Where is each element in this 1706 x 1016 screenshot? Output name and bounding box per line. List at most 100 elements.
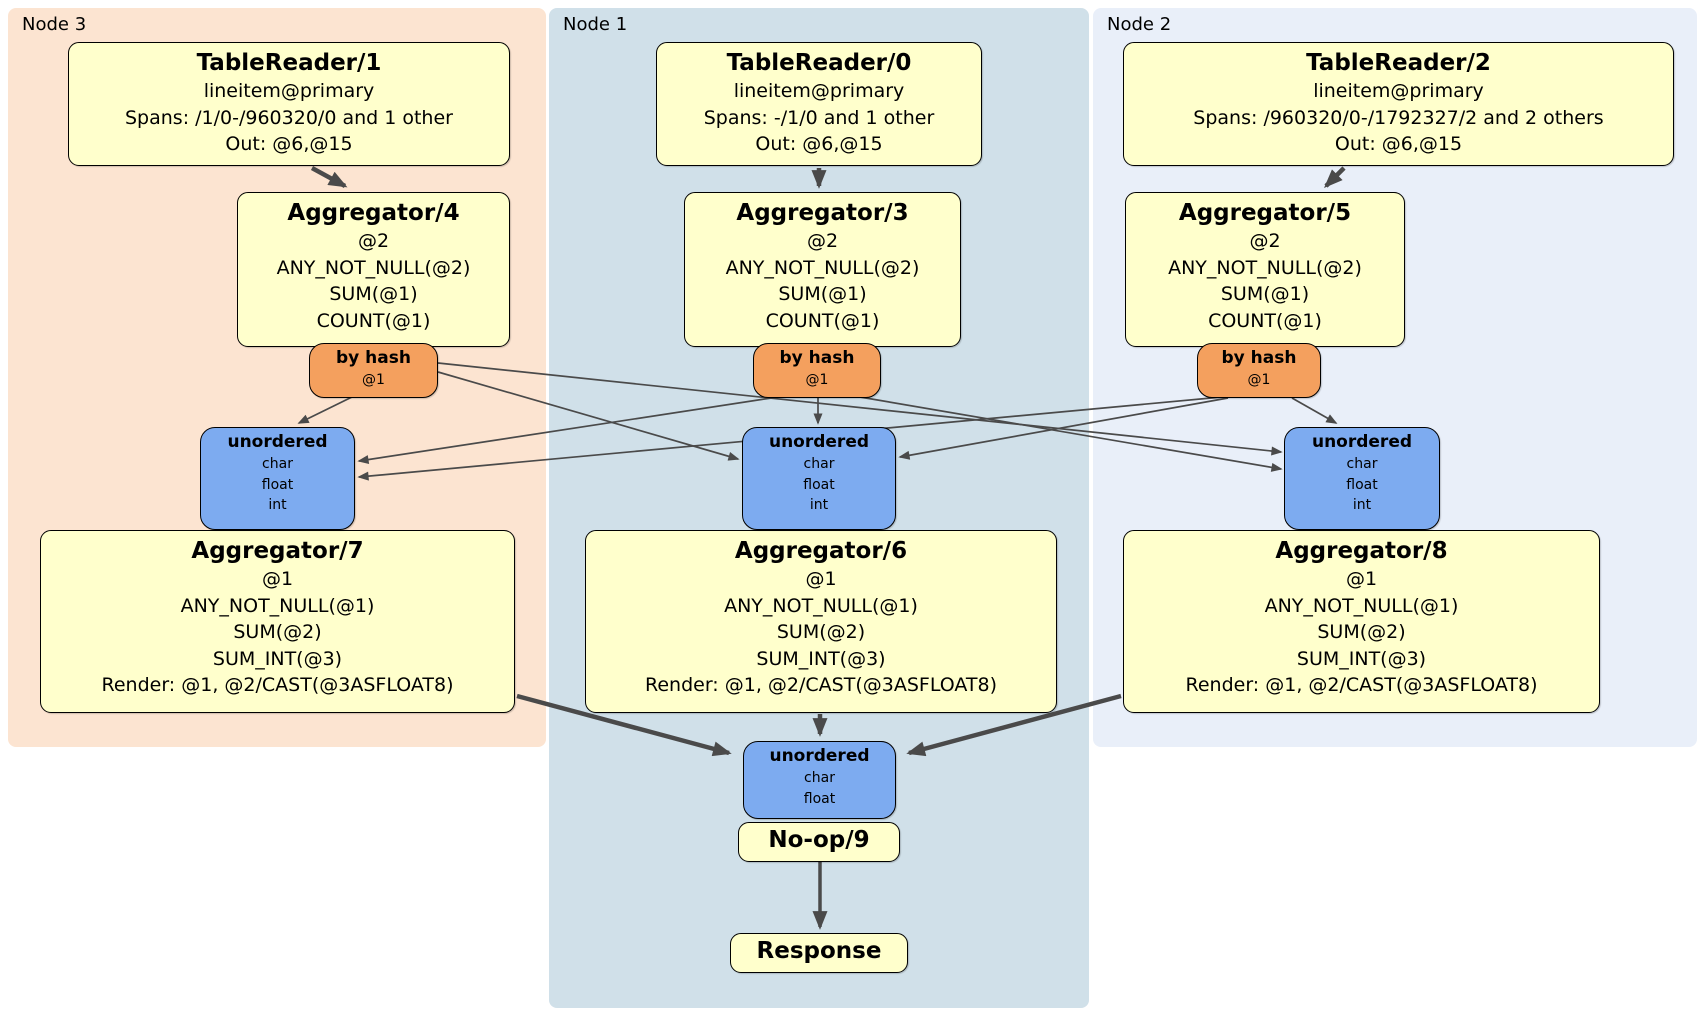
box-line: @2 <box>357 230 390 252</box>
aggregator-5-title: Aggregator/5 <box>1178 200 1352 226</box>
box-line: lineitem@primary <box>733 80 905 102</box>
box-line: @1 <box>1345 568 1378 590</box>
by-hash-router-node1: by hash @1 <box>753 343 881 398</box>
edge-line <box>859 396 1283 472</box>
badge-line: char <box>804 770 835 786</box>
badge-line: float <box>261 476 294 493</box>
box-line: Out: @6,@15 <box>1334 133 1463 155</box>
box-line: SUM_INT(@3) <box>1296 647 1427 670</box>
table-reader-0-box: TableReader/0 lineitem@primary Spans: -/… <box>656 42 982 166</box>
sync-title: unordered <box>1311 432 1413 452</box>
edge-line <box>437 362 1283 456</box>
table-reader-0-title: TableReader/0 <box>726 50 912 76</box>
aggregator-6-title: Aggregator/6 <box>734 538 908 564</box>
box-line: @2 <box>806 230 839 252</box>
box-line: COUNT(@1) <box>765 309 880 332</box>
sync-title: unordered <box>227 432 328 452</box>
aggregator-8-title: Aggregator/8 <box>1275 538 1448 564</box>
box-line: SUM(@1) <box>1220 283 1310 305</box>
box-line: SUM_INT(@3) <box>756 647 886 670</box>
box-line: SUM(@2) <box>233 621 322 643</box>
badge-line: float <box>803 476 835 493</box>
table-reader-2-title: TableReader/2 <box>1306 50 1491 76</box>
aggregator-3-title: Aggregator/3 <box>736 200 909 226</box>
response-title: Response <box>756 938 882 964</box>
box-line: lineitem@primary <box>203 80 375 102</box>
unordered-sync-node1: unordered char float int <box>742 427 896 530</box>
box-line: Out: @6,@15 <box>755 133 883 155</box>
by-hash-router-node2: by hash @1 <box>1197 343 1321 398</box>
aggregator-3-box: Aggregator/3 @2 ANY_NOT_NULL(@2) SUM(@1)… <box>684 192 961 347</box>
table-reader-1-box: TableReader/1 lineitem@primary Spans: /1… <box>68 42 510 166</box>
box-line: Render: @1, @2/CAST(@3ASFLOAT8) <box>101 674 454 696</box>
box-line: @1 <box>805 568 837 590</box>
edge-line <box>1291 397 1338 424</box>
box-line: ANY_NOT_NULL(@2) <box>1168 256 1362 279</box>
edge-line <box>357 396 779 465</box>
box-line: Spans: /960320/0-/1792327/2 and 2 others <box>1193 106 1604 129</box>
box-line: Spans: /1/0-/960320/0 and 1 other <box>125 106 453 129</box>
noop-box: No-op/9 <box>738 822 900 862</box>
badge-line: char <box>803 456 835 472</box>
badge-line: int <box>268 497 287 513</box>
box-line: COUNT(@1) <box>316 309 431 332</box>
by-hash-router-node3: by hash @1 <box>309 343 438 398</box>
badge-line: @1 <box>1247 372 1271 388</box>
box-line: @1 <box>261 568 294 590</box>
box-line: @2 <box>1249 230 1281 252</box>
edge-line <box>898 397 1229 460</box>
badge-line: @1 <box>805 372 829 388</box>
badge-line: char <box>1346 456 1378 472</box>
box-line: SUM(@2) <box>776 621 866 643</box>
box-line: Spans: -/1/0 and 1 other <box>703 106 935 129</box>
badge-line: @1 <box>362 372 385 388</box>
node2-label: Node 2 <box>1107 14 1172 35</box>
box-line: ANY_NOT_NULL(@1) <box>180 594 375 617</box>
box-line: Render: @1, @2/CAST(@3ASFLOAT8) <box>1185 674 1538 696</box>
badge-line: int <box>1352 497 1372 513</box>
aggregator-7-title: Aggregator/7 <box>191 538 364 564</box>
table-reader-2-box: TableReader/2 lineitem@primary Spans: /9… <box>1123 42 1674 166</box>
node3-label: Node 3 <box>22 14 87 35</box>
unordered-sync-node3: unordered char float int <box>200 427 355 530</box>
badge-line: int <box>809 497 829 513</box>
box-line: ANY_NOT_NULL(@2) <box>276 256 471 279</box>
badge-line: float <box>803 790 836 807</box>
edge-line <box>906 693 1122 757</box>
router-title: by hash <box>336 348 411 368</box>
badge-line: char <box>262 456 293 472</box>
noop-title: No-op/9 <box>768 827 870 853</box>
box-line: COUNT(@1) <box>1208 309 1322 332</box>
badge-line: float <box>1346 476 1378 493</box>
aggregator-4-title: Aggregator/4 <box>287 200 460 226</box>
box-line: ANY_NOT_NULL(@2) <box>725 256 920 279</box>
sync-title: unordered <box>768 432 870 452</box>
box-line: SUM(@2) <box>1317 621 1406 643</box>
box-line: SUM(@1) <box>778 283 867 305</box>
unordered-sync-final: unordered char float <box>743 741 896 819</box>
aggregator-4-box: Aggregator/4 @2 ANY_NOT_NULL(@2) SUM(@1)… <box>237 192 510 347</box>
edge-line <box>437 371 740 461</box>
table-reader-1-title: TableReader/1 <box>196 50 382 76</box>
box-line: SUM_INT(@3) <box>212 647 343 670</box>
router-title: by hash <box>1221 348 1297 368</box>
edge-line <box>297 396 353 424</box>
box-line: ANY_NOT_NULL(@1) <box>724 594 918 617</box>
unordered-sync-node2: unordered char float int <box>1284 427 1440 530</box>
sync-title: unordered <box>769 746 870 766</box>
aggregator-7-box: Aggregator/7 @1 ANY_NOT_NULL(@1) SUM(@2)… <box>40 530 515 713</box>
box-line: SUM(@1) <box>329 283 418 305</box>
aggregator-5-box: Aggregator/5 @2 ANY_NOT_NULL(@2) SUM(@1)… <box>1125 192 1405 347</box>
edge-line <box>310 166 348 188</box>
box-line: lineitem@primary <box>1313 80 1484 102</box>
edge-line <box>516 693 732 757</box>
router-title: by hash <box>779 348 855 368</box>
edge-line <box>1324 166 1346 188</box>
box-line: Out: @6,@15 <box>225 133 353 155</box>
response-box: Response <box>730 933 908 973</box>
box-line: ANY_NOT_NULL(@1) <box>1264 594 1459 617</box>
node1-label: Node 1 <box>563 14 628 35</box>
aggregator-6-box: Aggregator/6 @1 ANY_NOT_NULL(@1) SUM(@2)… <box>585 530 1057 713</box>
